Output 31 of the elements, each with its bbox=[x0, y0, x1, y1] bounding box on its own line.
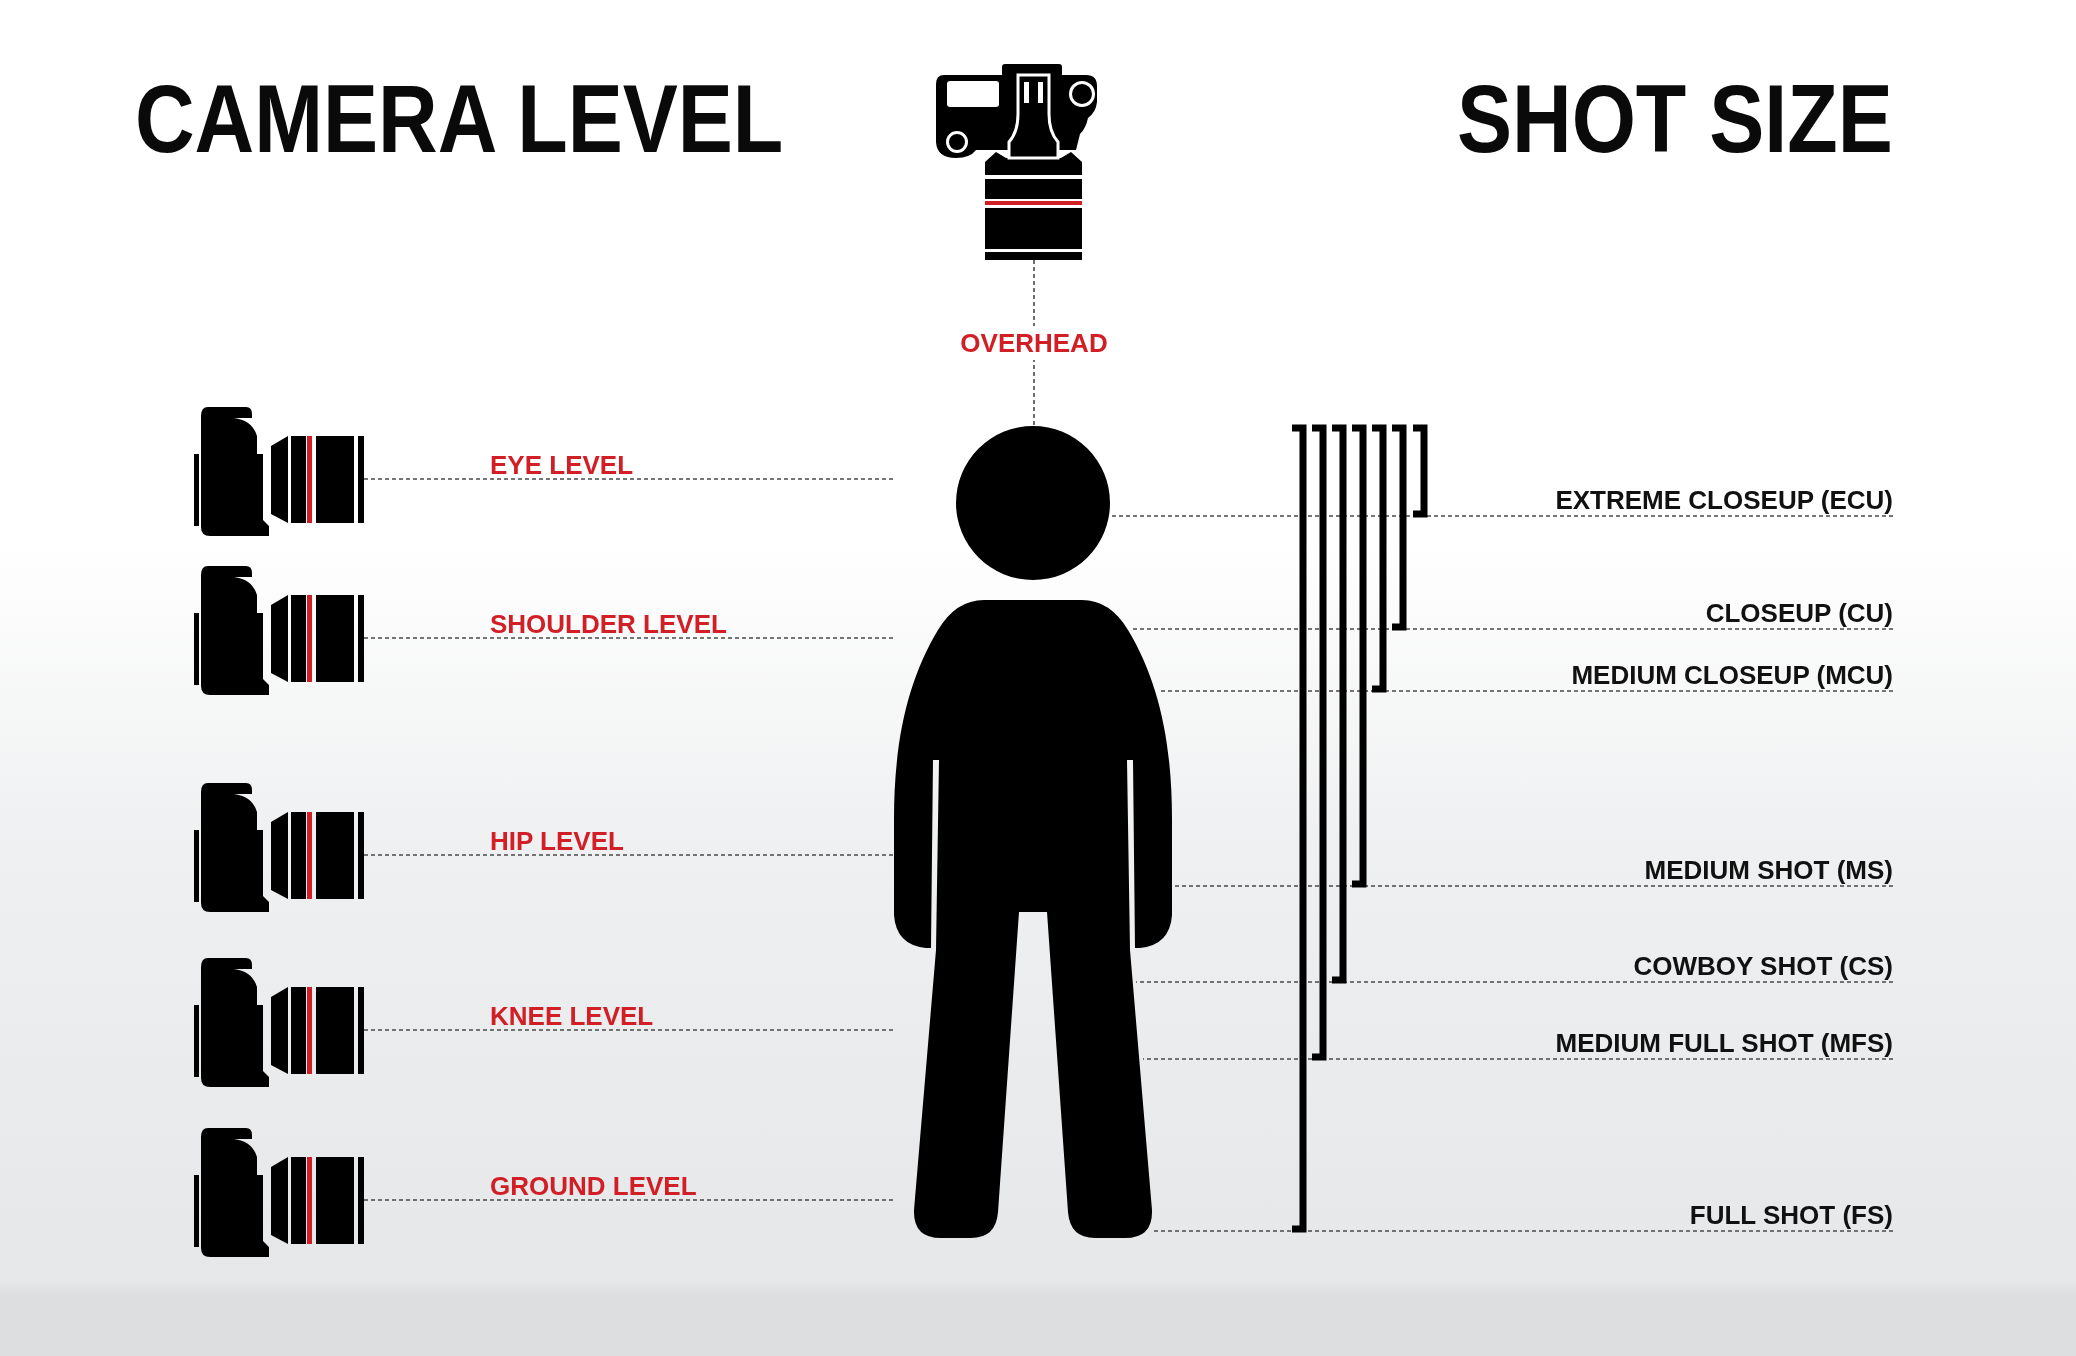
leader-line bbox=[1173, 885, 1894, 887]
shot-size-label: FULL SHOT (FS) bbox=[1689, 1202, 1893, 1228]
leader-line bbox=[1151, 1230, 1894, 1232]
shot-size-label: CLOSEUP (CU) bbox=[1705, 600, 1893, 626]
level-label: GROUND LEVEL bbox=[490, 1173, 697, 1199]
shot-size-label: MEDIUM SHOT (MS) bbox=[1644, 857, 1893, 883]
level-label: KNEE LEVEL bbox=[490, 1003, 654, 1029]
shot-size-label: COWBOY SHOT (CS) bbox=[1633, 953, 1893, 979]
dotted-line bbox=[363, 637, 895, 639]
level-label: HIP LEVEL bbox=[490, 828, 624, 854]
level-label: EYE LEVEL bbox=[490, 452, 634, 478]
leader-line bbox=[1109, 515, 1894, 517]
dotted-line bbox=[363, 478, 895, 480]
camera-icon bbox=[194, 782, 364, 912]
camera-icon bbox=[194, 1127, 364, 1257]
camera-icon bbox=[936, 62, 1099, 260]
section-heading: SHOT SIZE bbox=[1457, 71, 1893, 167]
shot-size-label: EXTREME CLOSEUP (ECU) bbox=[1555, 487, 1893, 513]
section-heading: CAMERA LEVEL bbox=[135, 71, 784, 167]
dotted-line bbox=[363, 854, 895, 856]
camera-icon bbox=[194, 957, 364, 1087]
camera-icon bbox=[194, 406, 364, 536]
shot-size-label: MEDIUM FULL SHOT (MFS) bbox=[1555, 1030, 1893, 1056]
person-silhouette bbox=[894, 426, 1173, 1239]
dotted-line bbox=[363, 1199, 895, 1201]
camera-icon bbox=[194, 565, 364, 695]
level-label: SHOULDER LEVEL bbox=[490, 611, 727, 637]
leader-line bbox=[1135, 981, 1894, 983]
dotted-line bbox=[363, 1029, 895, 1031]
leader-line bbox=[1142, 1058, 1894, 1060]
shot-size-label: MEDIUM CLOSEUP (MCU) bbox=[1571, 662, 1893, 688]
